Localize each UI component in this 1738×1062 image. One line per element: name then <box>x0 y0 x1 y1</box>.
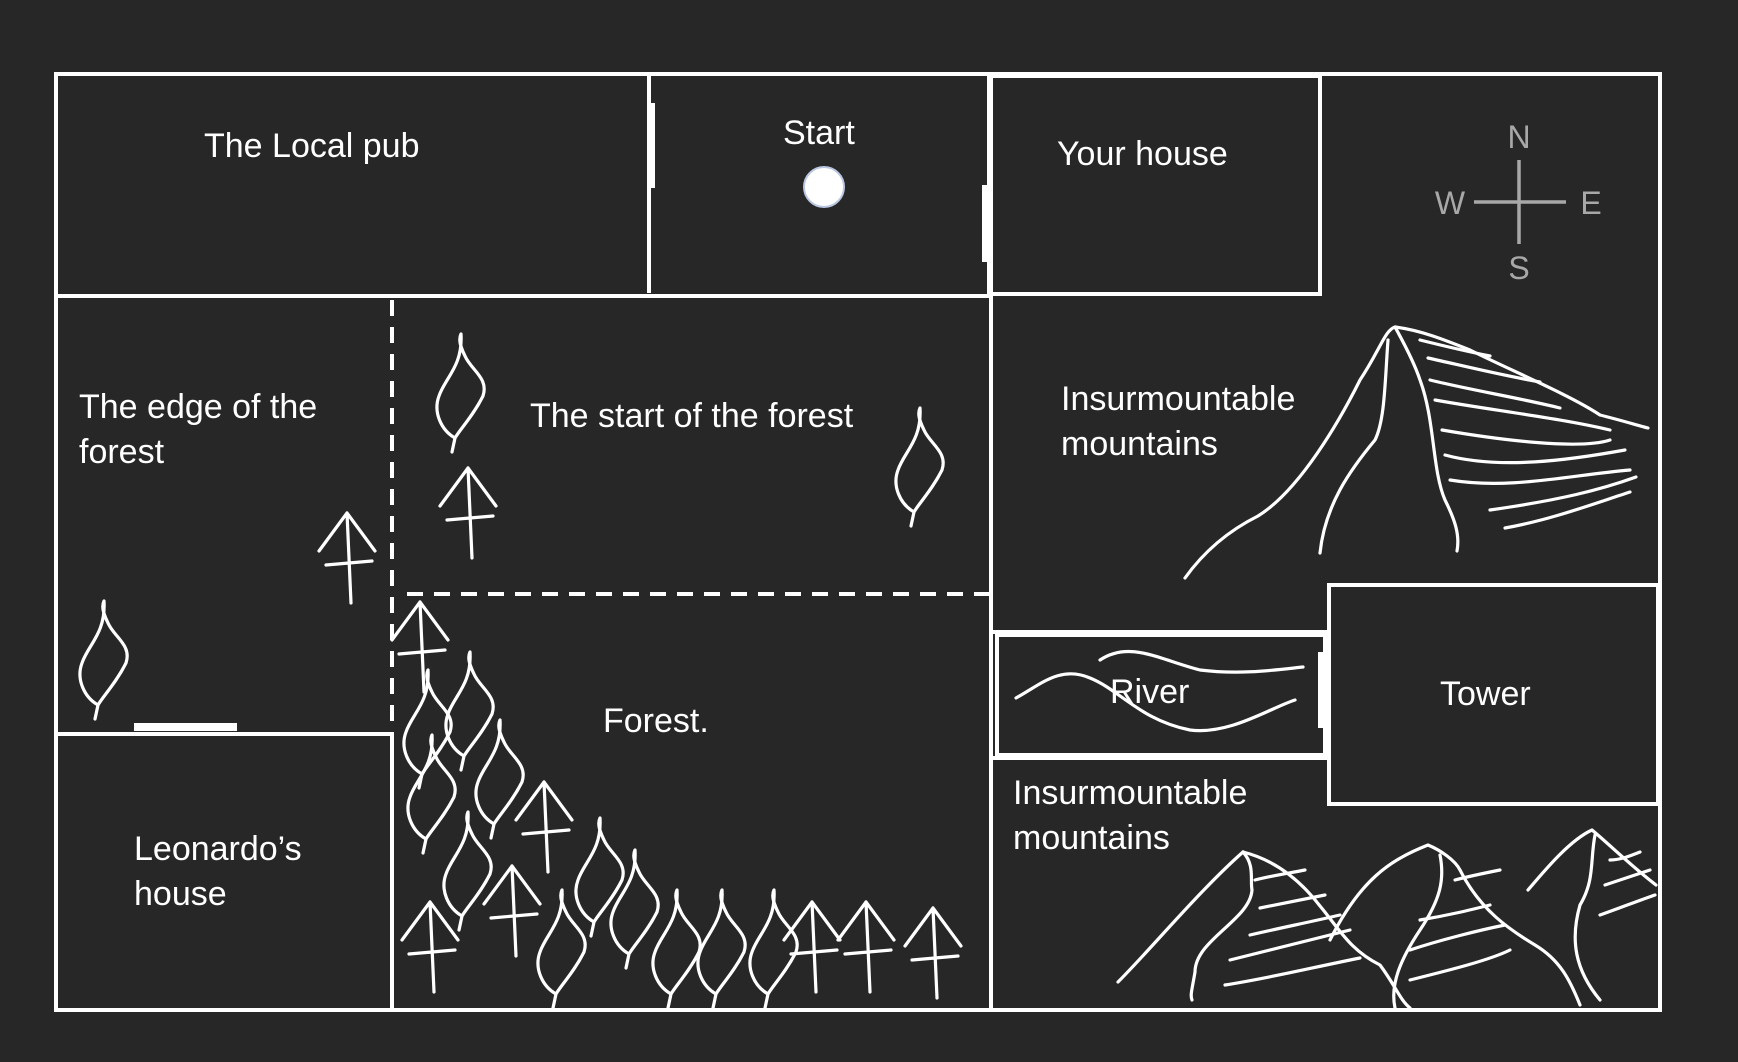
room-label-start: Start <box>783 114 855 152</box>
compass-south-label: S <box>1508 250 1529 286</box>
room-label-leonardos-house-line1: Leonardo’s <box>134 830 302 868</box>
wall-river <box>995 633 1327 757</box>
leaf-tree-icon <box>78 599 129 721</box>
pine-tree-icon <box>438 466 498 560</box>
mountain-south-icon <box>1116 828 1658 1010</box>
room-label-mountains-north-line1: Insurmountable <box>1061 380 1295 418</box>
compass-icon: N S W E <box>1435 119 1602 286</box>
pine-tree-icon <box>390 600 450 694</box>
compass-west-label: W <box>1435 185 1466 221</box>
trees-forest <box>390 600 963 1010</box>
compass-north-label: N <box>1507 119 1530 155</box>
leaf-tree-icon <box>444 650 495 772</box>
doors <box>134 103 1324 734</box>
room-label-local-pub: The Local pub <box>204 127 420 165</box>
leaf-tree-icon <box>748 888 799 1010</box>
pine-tree-icon <box>482 864 542 958</box>
wall-tower <box>1327 583 1660 806</box>
room-label-tower: Tower <box>1440 675 1531 713</box>
trees-edge-of-forest <box>78 511 377 721</box>
leaf-tree-icon <box>894 406 945 528</box>
leaf-tree-icon <box>406 733 457 855</box>
pine-tree-icon <box>836 900 896 994</box>
leaf-tree-icon <box>696 888 747 1010</box>
pine-tree-icon <box>903 906 963 1000</box>
room-label-start-of-forest: The start of the forest <box>530 397 854 435</box>
pine-tree-icon <box>782 900 842 994</box>
wall-your-house <box>989 74 1322 296</box>
compass-east-label: E <box>1580 185 1601 221</box>
room-labels: The Local pub Start Your house The edge … <box>79 114 1531 913</box>
room-label-edge-of-forest-line1: The edge of the <box>79 388 317 426</box>
trees-start-of-forest <box>435 332 945 560</box>
mountain-north-icon <box>1183 325 1650 580</box>
room-label-river: River <box>1110 673 1189 711</box>
start-marker[interactable] <box>803 166 845 208</box>
pine-tree-icon <box>400 900 460 994</box>
room-label-mountains-south-line1: Insurmountable <box>1013 774 1247 812</box>
pine-tree-icon <box>514 780 574 874</box>
leaf-tree-icon <box>609 848 660 970</box>
leaf-tree-icon <box>574 816 625 938</box>
room-label-forest: Forest. <box>603 702 709 740</box>
pine-tree-icon <box>317 511 377 605</box>
room-label-mountains-north-line2: mountains <box>1061 425 1218 463</box>
room-label-mountains-south-line2: mountains <box>1013 819 1170 857</box>
walls <box>54 72 1662 1012</box>
leaf-tree-icon <box>536 888 587 1010</box>
leaf-tree-icon <box>435 332 486 454</box>
leaf-tree-icon <box>442 810 493 932</box>
room-label-your-house: Your house <box>1057 135 1228 173</box>
room-label-edge-of-forest-line2: forest <box>79 433 165 471</box>
river-waves-icon <box>1014 649 1305 733</box>
map-outer-border <box>54 72 1662 1012</box>
room-label-leonardos-house-line2: house <box>134 875 227 913</box>
leaf-tree-icon <box>651 888 702 1010</box>
